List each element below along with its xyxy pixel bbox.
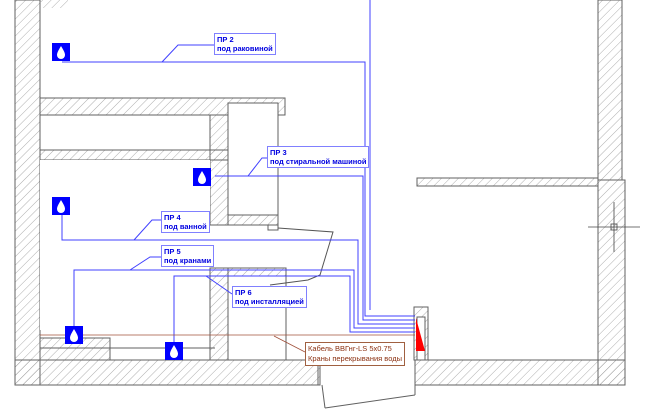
label-subtitle: под ванной [164,222,207,231]
water-sensor-icon [52,197,70,215]
sensor-label-pr4: ПР 4 под ванной [161,211,210,233]
label-title: ПР 4 [164,213,181,222]
label-subtitle: под инсталляцией [235,297,304,306]
label-subtitle: под кранами [164,256,212,265]
label-subtitle: под раковиной [217,44,273,53]
sensor-label-pr3: ПР 3 под стиральной машиной [267,146,370,168]
label-title: ПР 5 [164,247,181,256]
water-sensor-icon [165,342,183,360]
cable-label: Кабель ВВГнг-LS 5x0.75 Краны перекрывани… [305,342,405,366]
sensor-label-pr5: ПР 5 под кранами [161,245,215,267]
crosshair-cursor [588,202,640,252]
cable-line [40,334,415,353]
water-pipes [61,0,415,342]
sensor-label-pr2: ПР 2 под раковиной [214,33,276,55]
water-sensor-icon [52,43,70,61]
cable-spec: Кабель ВВГнг-LS 5x0.75 [308,344,392,353]
water-sensor-icon [65,326,83,344]
label-subtitle: под стиральной машиной [270,157,367,166]
label-title: ПР 3 [270,148,287,157]
valve-marker [416,318,425,351]
cable-purpose: Краны перекрывания воды [308,354,402,363]
sensor-label-pr6: ПР 6 под инсталляцией [232,286,307,308]
label-title: ПР 2 [217,35,234,44]
walls [14,0,626,409]
water-sensor-icon [193,168,211,186]
label-title: ПР 6 [235,288,252,297]
